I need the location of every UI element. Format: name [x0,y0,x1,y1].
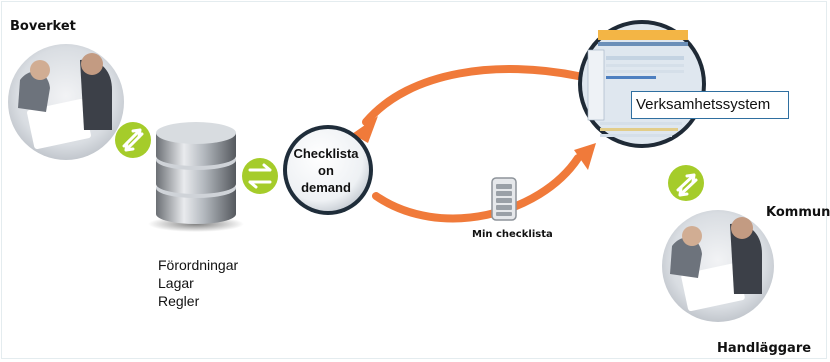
arrowhead-left [352,116,378,143]
regulation-item: Lagar [158,275,194,291]
arrow-system-to-checklist [362,65,582,126]
regulation-item: Förordningar [158,257,239,273]
system-screenshot-icon [578,20,706,148]
label-kommun: Kommun [766,205,830,220]
arrow-checklist-to-system [372,154,582,223]
arrowhead-right [574,143,596,170]
label-handlaggare: Handläggare [717,341,812,356]
phone-checklist-icon [491,177,517,221]
checklist-line-1: Checklista [293,146,359,161]
checklist-line-3: demand [301,180,351,195]
person-photo-icon [8,44,124,160]
regulation-item: Regler [158,293,200,309]
exchange-arrows-icon [242,158,278,194]
label-boverket: Boverket [10,19,76,34]
label-min-checklista: Min checklista [472,229,553,240]
checklist-line-2: on [318,163,334,178]
exchange-arrows-icon [115,122,151,158]
person-photo-icon [662,210,774,322]
checklist-node-label: Checklista on demand [286,145,366,196]
checklist-node [283,125,373,215]
regulations-list: Förordningar Lagar Regler [158,256,238,310]
database-icon [148,122,244,232]
verksamhetssystem-label: Verksamhetssystem [631,91,789,119]
exchange-arrows-icon [668,165,704,201]
